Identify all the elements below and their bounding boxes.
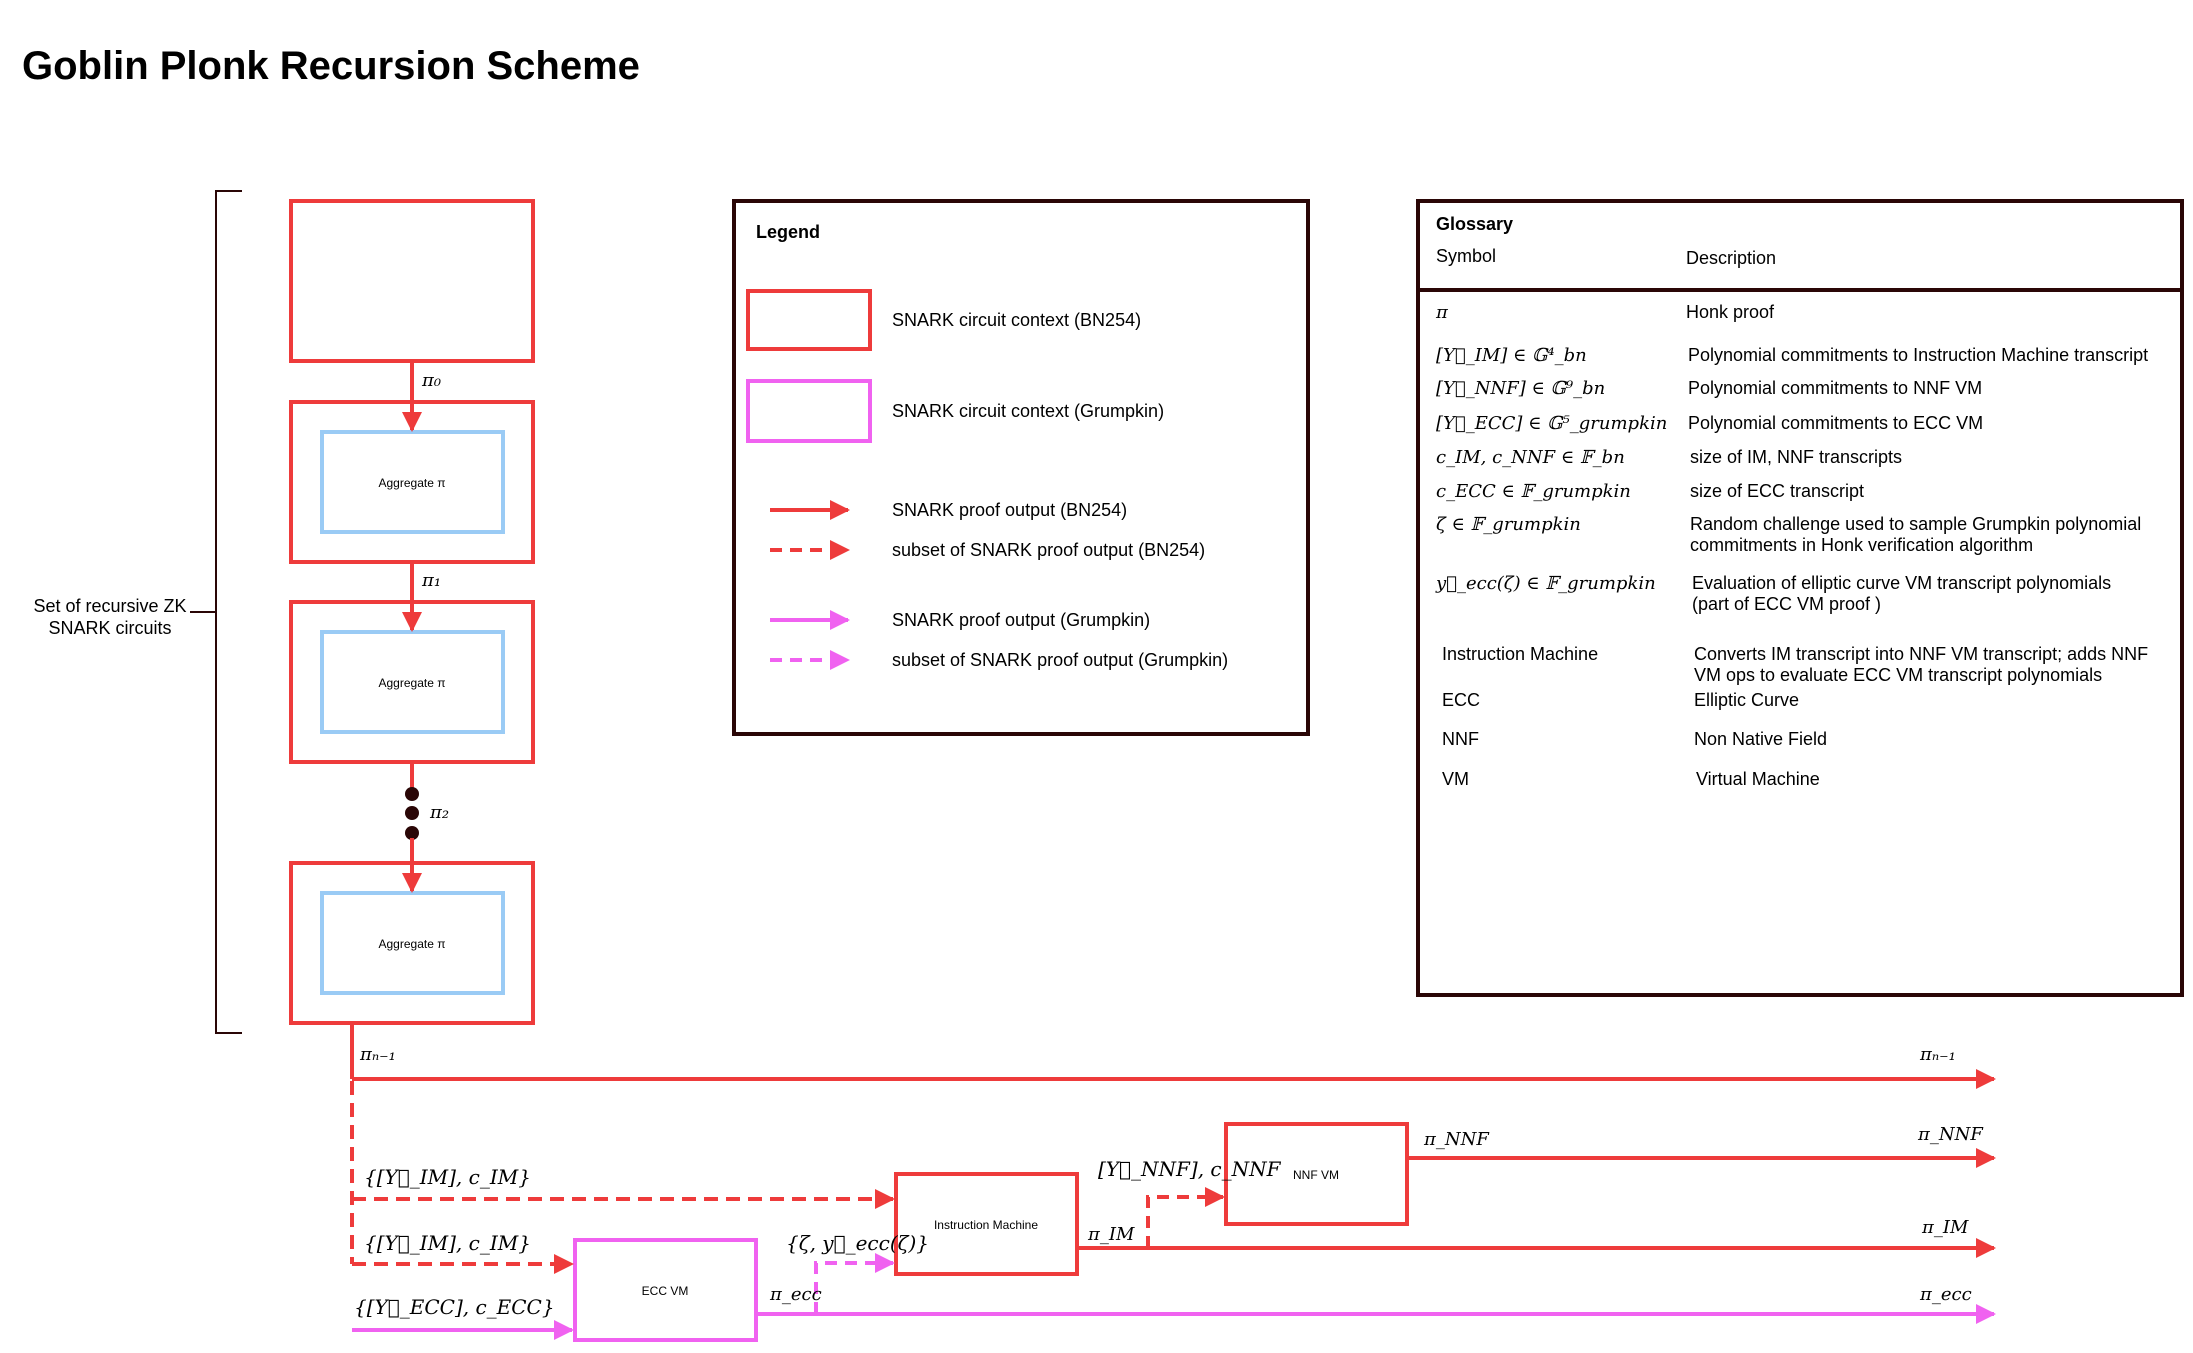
label-pi-n-1-right: πₙ₋₁ bbox=[1919, 1044, 1956, 1065]
glossary-symbol: π bbox=[1435, 302, 1449, 323]
label-pi1: π₁ bbox=[421, 570, 441, 591]
glossary-panel bbox=[1416, 199, 2184, 997]
aggregate-label-n: Aggregate π bbox=[379, 937, 446, 951]
glossary-description: Random challenge used to sample Grumpkin… bbox=[1690, 514, 2141, 534]
aggregate-label-1: Aggregate π bbox=[379, 476, 446, 490]
ellipsis-dot-2 bbox=[405, 806, 419, 820]
bracket-label-line-2: SNARK circuits bbox=[48, 618, 171, 638]
glossary-symbol: [Y⃗_IM] ∈ 𝔾⁴_bn bbox=[1436, 345, 1587, 366]
glossary-description: (part of ECC VM proof ) bbox=[1692, 594, 1881, 614]
glossary-symbol: VM bbox=[1442, 769, 1469, 789]
label-y-ecc: {[Y⃗_ECC], c_ECC} bbox=[354, 1295, 555, 1319]
ecc-vm-label: ECC VM bbox=[642, 1284, 689, 1298]
circuits-bracket bbox=[215, 190, 242, 1034]
label-pi-ecc-left: π_ecc bbox=[769, 1284, 822, 1305]
page-title: Goblin Plonk Recursion Scheme bbox=[22, 44, 640, 88]
aggregate-box-n bbox=[320, 891, 505, 995]
glossary-symbol: [Y⃗_ECC] ∈ 𝔾⁵_grumpkin bbox=[1436, 413, 1667, 434]
glossary-description: Polynomial commitments to ECC VM bbox=[1688, 413, 1983, 433]
instruction-machine-box bbox=[894, 1172, 1079, 1276]
legend-swatch-grumpkin bbox=[746, 379, 872, 443]
label-pi2: π₂ bbox=[429, 802, 449, 823]
legend-panel bbox=[732, 199, 1310, 736]
glossary-description: Honk proof bbox=[1686, 302, 1775, 322]
ecc-vm-box bbox=[573, 1238, 758, 1342]
glossary-symbol: NNF bbox=[1442, 729, 1479, 749]
nnf-vm-label: NNF VM bbox=[1293, 1168, 1339, 1182]
arrow-zeta-to-instruction-machine bbox=[814, 1253, 895, 1314]
glossary-description: Elliptic Curve bbox=[1694, 690, 1799, 710]
aggregate-box-1 bbox=[320, 430, 505, 534]
label-pi-nnf-right: π_NNF bbox=[1917, 1124, 1984, 1145]
legend-label-bn254-output: SNARK proof output (BN254) bbox=[892, 500, 1127, 520]
label-y-im-bottom: {[Y⃗_IM], c_IM} bbox=[364, 1231, 531, 1255]
label-pi0: π₀ bbox=[421, 370, 441, 391]
legend-label-grumpkin-output: SNARK proof output (Grumpkin) bbox=[892, 610, 1150, 630]
glossary-symbol: ECC bbox=[1442, 690, 1480, 710]
glossary-description: Polynomial commitments to NNF VM bbox=[1688, 378, 1982, 398]
bracket-label-line-1: Set of recursive ZK bbox=[33, 596, 186, 616]
glossary-symbol-header: Symbol bbox=[1436, 246, 1496, 266]
ellipsis-dot-3 bbox=[405, 826, 419, 840]
glossary-symbol: c_ECC ∈ 𝔽_grumpkin bbox=[1436, 481, 1631, 502]
legend-label-bn254-context: SNARK circuit context (BN254) bbox=[892, 310, 1141, 330]
aggregate-box-2 bbox=[320, 630, 505, 734]
label-zeta: {ζ, y⃗_ecc(ζ)} bbox=[786, 1231, 929, 1255]
glossary-symbol: Instruction Machine bbox=[1442, 644, 1598, 664]
nnf-vm-box bbox=[1224, 1122, 1409, 1226]
glossary-description: Non Native Field bbox=[1694, 729, 1827, 749]
glossary-symbol: ζ ∈ 𝔽_grumpkin bbox=[1436, 514, 1581, 535]
instruction-machine-label: Instruction Machine bbox=[934, 1218, 1038, 1232]
aggregate-label-2: Aggregate π bbox=[379, 676, 446, 690]
legend-label-bn254-subset: subset of SNARK proof output (BN254) bbox=[892, 540, 1205, 560]
glossary-description: commitments in Honk verification algorit… bbox=[1690, 535, 2033, 555]
glossary-title: Glossary bbox=[1436, 214, 1513, 234]
glossary-symbol: [Y⃗_NNF] ∈ 𝔾⁹_bn bbox=[1436, 378, 1605, 399]
glossary-description: Polynomial commitments to Instruction Ma… bbox=[1688, 345, 2148, 365]
arrow-y-nnf-to-nnf-vm bbox=[1146, 1187, 1225, 1248]
glossary-symbol: y⃗_ecc(ζ) ∈ 𝔽_grumpkin bbox=[1435, 573, 1656, 594]
label-pi-im-right: π_IM bbox=[1921, 1217, 1969, 1238]
glossary-description: size of ECC transcript bbox=[1690, 481, 1864, 501]
glossary-description: Virtual Machine bbox=[1696, 769, 1820, 789]
label-y-im-top: {[Y⃗_IM], c_IM} bbox=[364, 1165, 531, 1189]
label-y-nnf: [Y⃗_NNF], c_NNF bbox=[1098, 1157, 1282, 1181]
legend-title: Legend bbox=[756, 222, 820, 242]
glossary-description: size of IM, NNF transcripts bbox=[1690, 447, 1902, 467]
ellipsis-dot-1 bbox=[405, 787, 419, 801]
label-pi-n-1-left: πₙ₋₁ bbox=[359, 1044, 396, 1065]
glossary-description: Evaluation of elliptic curve VM transcri… bbox=[1692, 573, 2111, 593]
legend-label-grumpkin-context: SNARK circuit context (Grumpkin) bbox=[892, 401, 1164, 421]
label-pi-im-left: π_IM bbox=[1087, 1224, 1135, 1245]
glossary-description-header: Description bbox=[1686, 248, 1776, 268]
legend-label-grumpkin-subset: subset of SNARK proof output (Grumpkin) bbox=[892, 650, 1228, 670]
label-pi-nnf-left: π_NNF bbox=[1423, 1129, 1490, 1150]
glossary-description: VM ops to evaluate ECC VM transcript pol… bbox=[1694, 665, 2102, 685]
glossary-description: Converts IM transcript into NNF VM trans… bbox=[1694, 644, 2148, 664]
glossary-symbol: c_IM, c_NNF ∈ 𝔽_bn bbox=[1436, 447, 1625, 468]
circuit-box-initial bbox=[289, 199, 535, 363]
label-pi-ecc-right: π_ecc bbox=[1919, 1284, 1972, 1305]
legend-swatch-bn254 bbox=[746, 289, 872, 351]
